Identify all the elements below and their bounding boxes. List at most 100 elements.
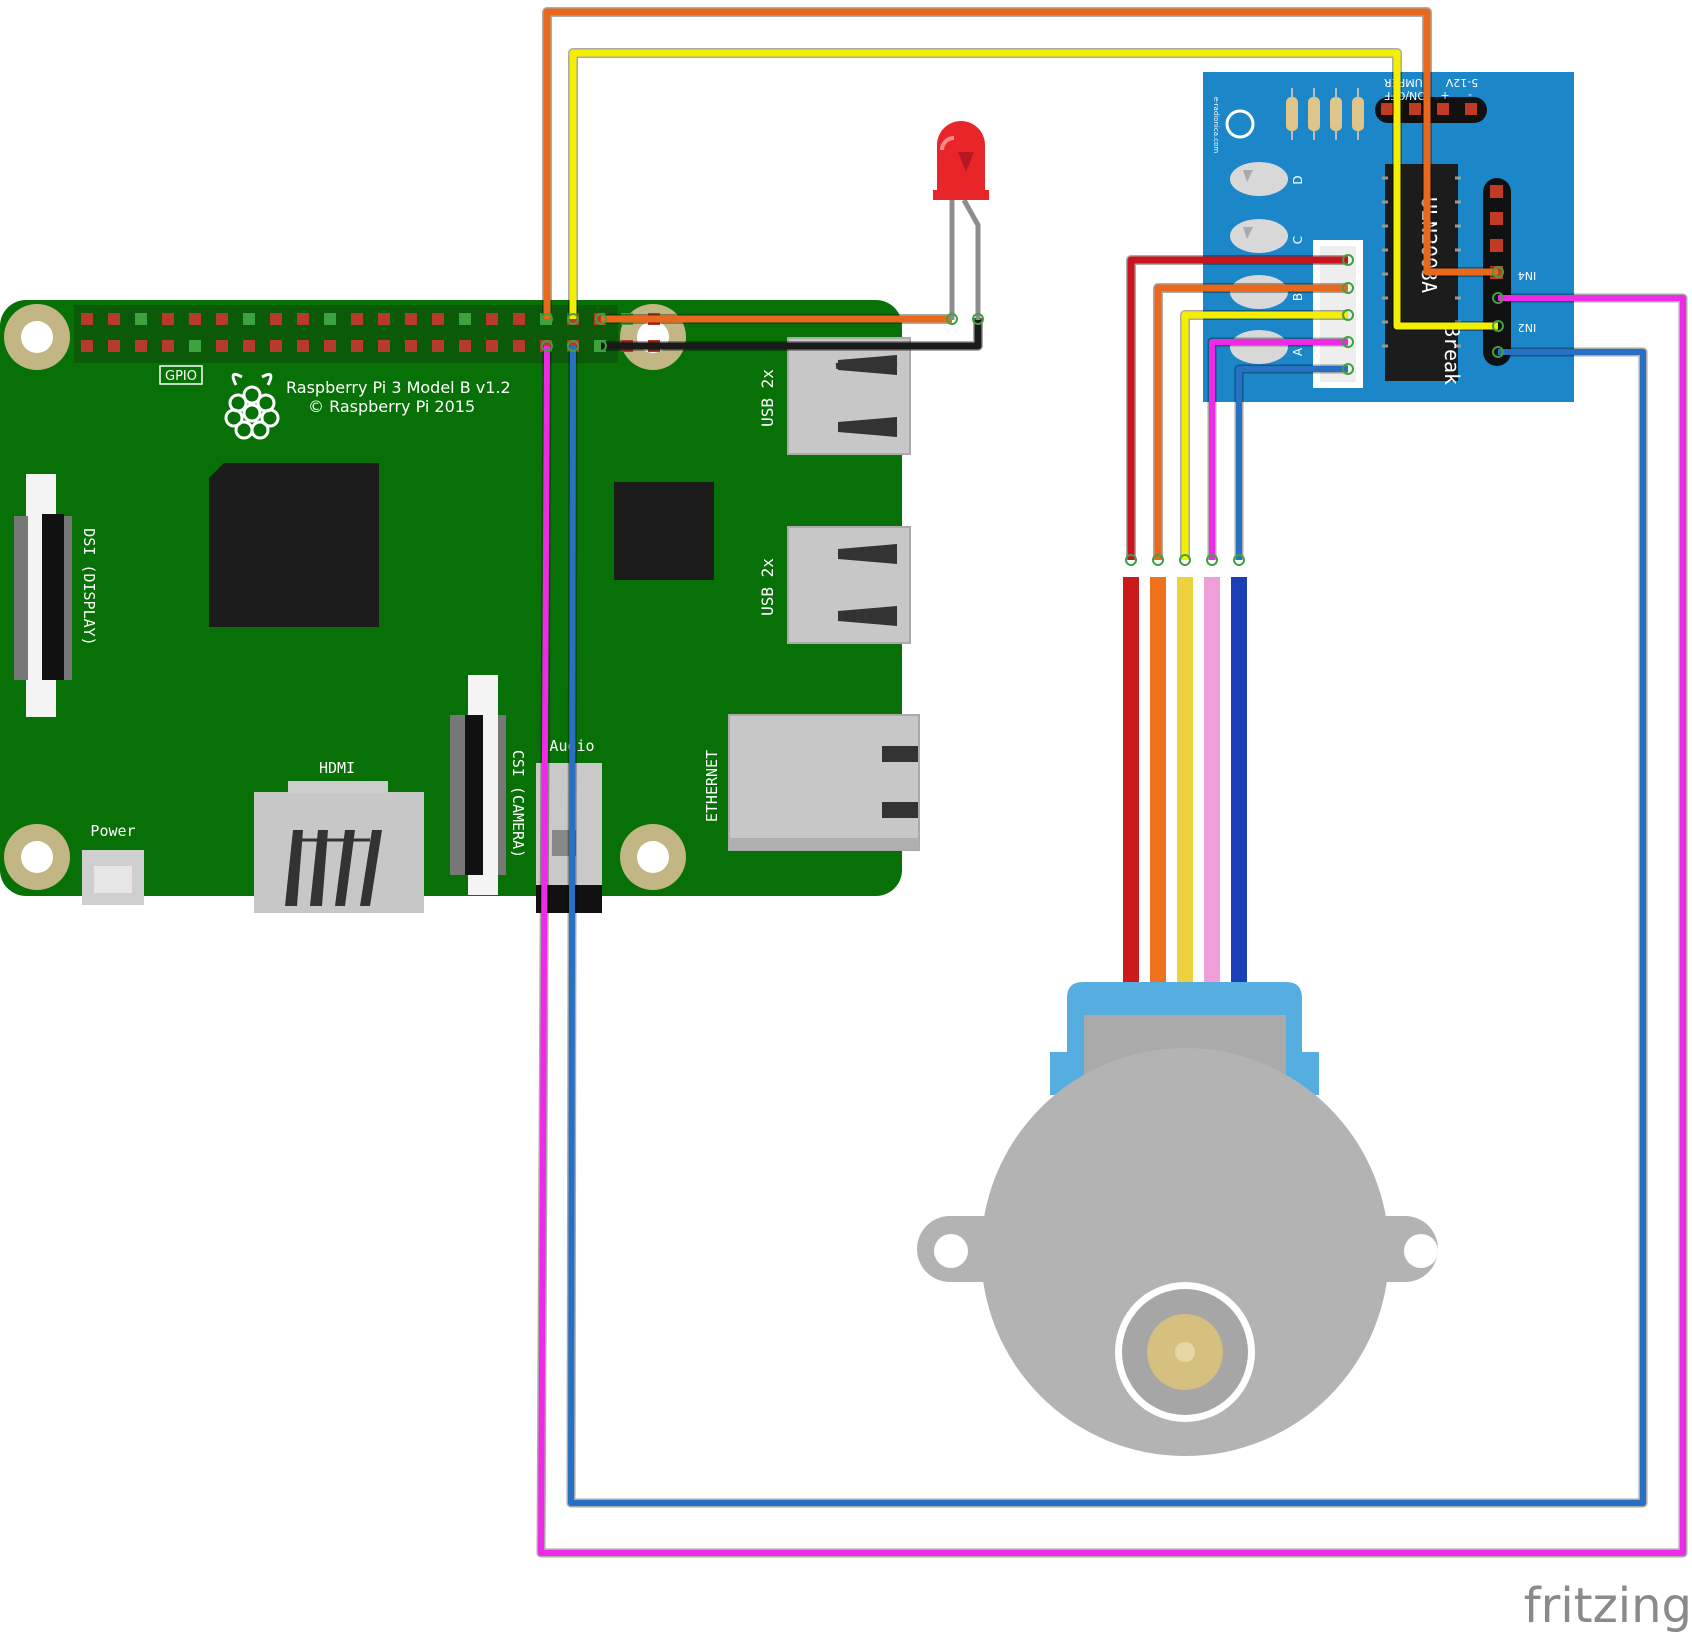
gpio-pin [216, 313, 228, 325]
wire [1209, 339, 1348, 560]
chip-label: Break [1440, 325, 1464, 385]
gpio-pin [81, 313, 93, 325]
connection-point [541, 313, 553, 325]
connection-point [1342, 363, 1354, 375]
gpio-pin [351, 340, 363, 352]
resistor [1352, 88, 1364, 140]
motor-body [981, 1048, 1389, 1456]
red-led [933, 121, 989, 320]
wire [1127, 256, 1348, 560]
soc-chip [209, 463, 379, 627]
connection-point [1342, 336, 1354, 348]
gpio-pin [324, 340, 336, 352]
connection-point [567, 313, 579, 325]
flange-hole [934, 1234, 968, 1268]
connection-point [1492, 346, 1504, 358]
wire [543, 8, 1498, 319]
gpio-pin [297, 340, 309, 352]
gpio-pin [270, 313, 282, 325]
stepper-motor [917, 982, 1438, 1456]
pin-label-in4: IN4 [1518, 269, 1536, 282]
motor-lead-wire [1231, 577, 1247, 982]
indicator-led [1230, 330, 1288, 364]
gpio-pin [243, 340, 255, 352]
usb-port [787, 337, 911, 455]
gpio-label: GPIO [165, 369, 197, 384]
gpio-pin [324, 313, 336, 325]
csi-label: CSI (CAMERA) [509, 750, 527, 858]
led-label: C [1291, 236, 1305, 244]
onoff-label: ON/OFF [1384, 89, 1426, 102]
wires [536, 7, 1688, 1558]
gpio-pin [243, 313, 255, 325]
motor-lead-wire [1177, 577, 1193, 982]
wire [538, 295, 1686, 1556]
motor-lead-wire [1204, 577, 1220, 982]
wire [568, 345, 1646, 1506]
led-label: A [1291, 347, 1305, 356]
gpio-pin [432, 340, 444, 352]
dsi-label: DSI (DISPLAY) [80, 528, 98, 645]
connection-point [1206, 554, 1218, 566]
wire [1181, 311, 1348, 560]
gpio-pin [351, 313, 363, 325]
connection-point [567, 340, 579, 352]
gpio-pin [216, 340, 228, 352]
gpio-pin [135, 313, 147, 325]
ethernet-port [728, 714, 920, 851]
gpio-pin [108, 340, 120, 352]
gpio-header [74, 305, 618, 363]
mounting-hole [4, 304, 70, 370]
power-label: 5-12V [1445, 76, 1478, 89]
gpio-pin [162, 340, 174, 352]
power-label: Power [90, 822, 135, 840]
raspberry-logo [224, 372, 280, 440]
gpio-pin [81, 340, 93, 352]
connection-point [1492, 320, 1504, 332]
mounting-hole [4, 824, 70, 890]
connection-point [1342, 282, 1354, 294]
resistor [1308, 88, 1320, 140]
connection-point [946, 313, 958, 325]
minus-label: - [1468, 89, 1472, 102]
resistor [1286, 88, 1298, 140]
wire [601, 318, 982, 350]
gpio-pin [378, 340, 390, 352]
led-label: B [1291, 293, 1305, 301]
gpio-pin [513, 340, 525, 352]
connection-point [595, 340, 607, 352]
gpio-pin [513, 313, 525, 325]
wire [1154, 284, 1348, 560]
usb-label: USB 2x [758, 558, 777, 616]
stepper-driver-board: e-radionica.com 5-12V JUMPER ON/OFF + - … [1203, 72, 1574, 402]
gpio-pin [459, 313, 471, 325]
indicator-led [1230, 162, 1288, 196]
motor-leads [1123, 577, 1247, 982]
wire [569, 49, 1498, 330]
pi-pcb [0, 300, 902, 896]
hdmi-label: HDMI [319, 759, 355, 777]
gpio-pin [189, 313, 201, 325]
connection-point [595, 313, 607, 325]
gpio-pin [486, 340, 498, 352]
fritzing-logo: fritzing [1524, 1578, 1692, 1634]
motor-lead-wire [1150, 577, 1166, 982]
pin-label-in2: IN2 [1518, 321, 1536, 334]
connection-point [1492, 292, 1504, 304]
gpio-pin [405, 340, 417, 352]
connection-point [1179, 554, 1191, 566]
gpio-pin [162, 313, 174, 325]
flange-hole [1404, 1234, 1438, 1268]
connection-point [1233, 554, 1245, 566]
connection-point [1492, 266, 1504, 278]
plus-label: + [1440, 89, 1449, 102]
driver-logo-icon [1225, 109, 1255, 139]
gpio-pin [486, 313, 498, 325]
gpio-pin [189, 340, 201, 352]
usb-port [787, 526, 911, 644]
hdmi-port [254, 781, 424, 913]
indicator-led [1230, 275, 1288, 309]
gpio-pin [378, 313, 390, 325]
motor-lead-wire [1123, 577, 1139, 982]
